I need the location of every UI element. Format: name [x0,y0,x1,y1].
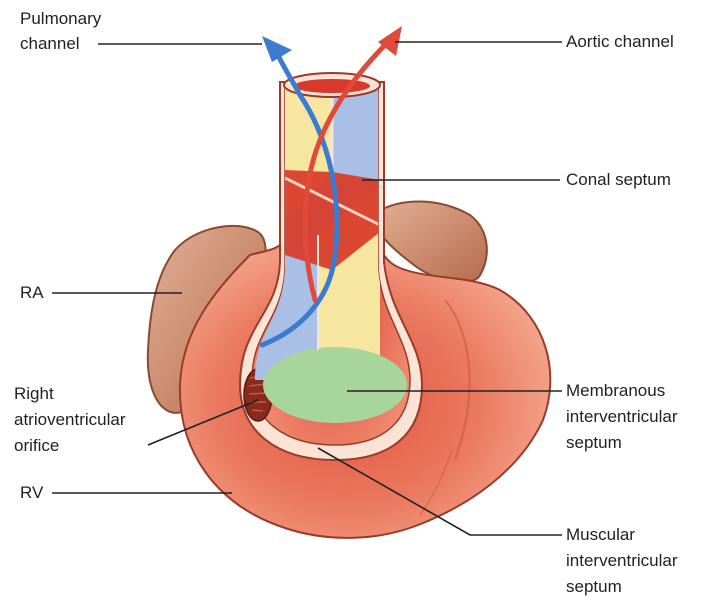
label-muscular-line3: septum [566,576,622,598]
label-rav-line3: orifice [14,435,59,457]
label-rv: RV [20,482,43,504]
label-muscular-line2: interventricular [566,550,678,572]
label-ra: RA [20,282,44,304]
label-rav-line2: atrioventricular [14,409,126,431]
label-membranous-line1: Membranous [566,380,665,402]
label-membranous-line3: septum [566,432,622,454]
pulmonary-arrowhead [262,36,292,62]
membranous-septum [263,347,407,423]
label-membranous-line2: interventricular [566,406,678,428]
label-muscular-line1: Muscular [566,524,635,546]
label-pulmonary-line2: channel [20,33,80,55]
label-pulmonary-line1: Pulmonary [20,8,101,30]
label-rav-line1: Right [14,383,54,405]
label-aortic: Aortic channel [566,31,674,53]
label-conal: Conal septum [566,169,671,191]
